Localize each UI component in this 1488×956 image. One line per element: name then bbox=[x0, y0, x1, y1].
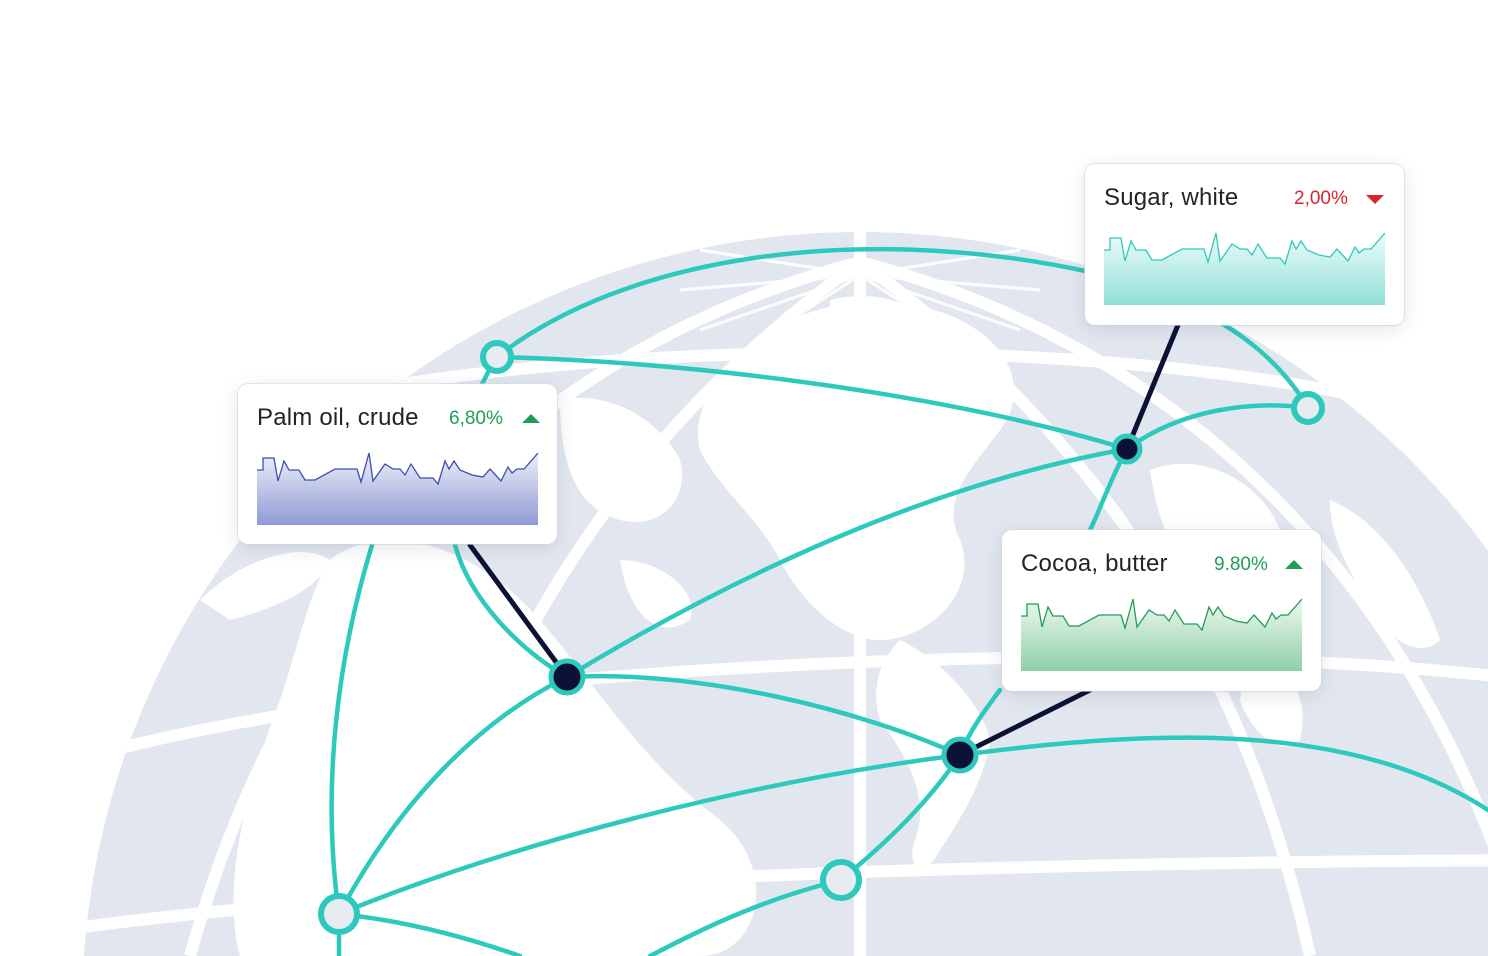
trend-down-icon bbox=[1366, 195, 1384, 204]
commodity-title: Sugar, white bbox=[1104, 184, 1239, 211]
sparkline-chart bbox=[1021, 598, 1302, 671]
commodity-title: Cocoa, butter bbox=[1021, 550, 1168, 577]
station-node-icon bbox=[1291, 391, 1325, 425]
commodity-card-sugar[interactable]: Sugar, white 2,00% bbox=[1085, 164, 1404, 325]
card-connectors bbox=[467, 322, 1181, 758]
hub-node-icon bbox=[548, 658, 586, 696]
station-node-icon bbox=[318, 893, 360, 935]
trend-up-icon bbox=[522, 414, 540, 423]
station-node-icon bbox=[820, 859, 862, 901]
hub-node-icon bbox=[1111, 433, 1143, 465]
sparkline-chart bbox=[1104, 232, 1385, 305]
commodity-card-palm-oil[interactable]: Palm oil, crude 6,80% bbox=[238, 384, 557, 544]
change-percent: 2,00% bbox=[1294, 188, 1348, 209]
hub-node-icon bbox=[941, 736, 979, 774]
change-percent: 6,80% bbox=[449, 408, 503, 429]
polar-rays bbox=[679, 248, 1041, 342]
station-nodes bbox=[318, 340, 1325, 935]
sparkline-chart bbox=[257, 452, 538, 525]
commodity-title: Palm oil, crude bbox=[257, 404, 419, 431]
change-percent: 9.80% bbox=[1214, 554, 1268, 575]
station-node-icon bbox=[480, 340, 514, 374]
trend-up-icon bbox=[1285, 560, 1303, 569]
hub-nodes bbox=[548, 433, 1143, 774]
commodity-card-cocoa[interactable]: Cocoa, butter 9.80% bbox=[1002, 530, 1321, 691]
